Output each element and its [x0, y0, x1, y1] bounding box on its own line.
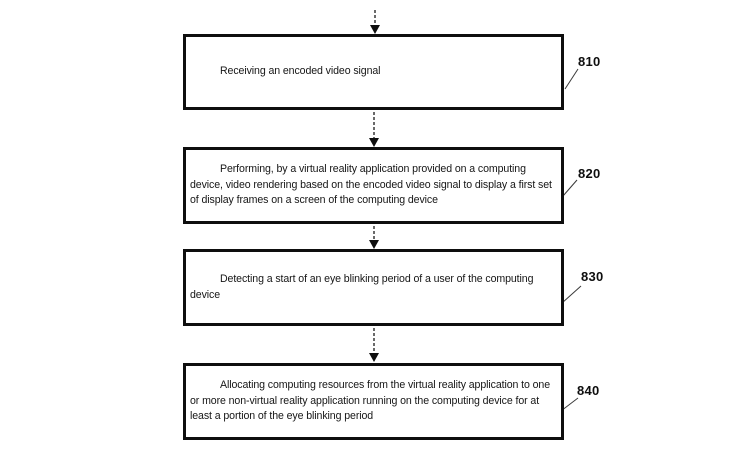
flow-step-text: Detecting a start of an eye blinking per…: [190, 272, 534, 301]
flow-arrow-810-820: [369, 112, 379, 147]
leader-line-820: [562, 179, 578, 197]
ref-label-830: 830: [581, 269, 604, 284]
flow-step-text: Allocating computing resources from the …: [190, 379, 551, 423]
flow-step-text: Performing, by a virtual reality applica…: [190, 163, 552, 207]
flow-step-receive-signal: Receiving an encoded video signal: [183, 34, 564, 110]
ref-label-810: 810: [578, 54, 601, 69]
flow-step-video-rendering: Performing, by a virtual reality applica…: [183, 147, 564, 224]
ref-label-820: 820: [578, 166, 601, 181]
flow-arrow-entry: [370, 10, 380, 34]
flow-step-text: Receiving an encoded video signal: [220, 65, 381, 78]
flow-arrow-830-840: [369, 328, 379, 362]
ref-label-840: 840: [577, 383, 600, 398]
flow-step-allocate-resources: Allocating computing resources from the …: [183, 363, 564, 440]
leader-line-830: [561, 285, 582, 304]
leader-line-810: [564, 68, 579, 90]
flow-arrow-820-830: [369, 226, 379, 249]
flow-step-detect-blink: Detecting a start of an eye blinking per…: [183, 249, 564, 326]
